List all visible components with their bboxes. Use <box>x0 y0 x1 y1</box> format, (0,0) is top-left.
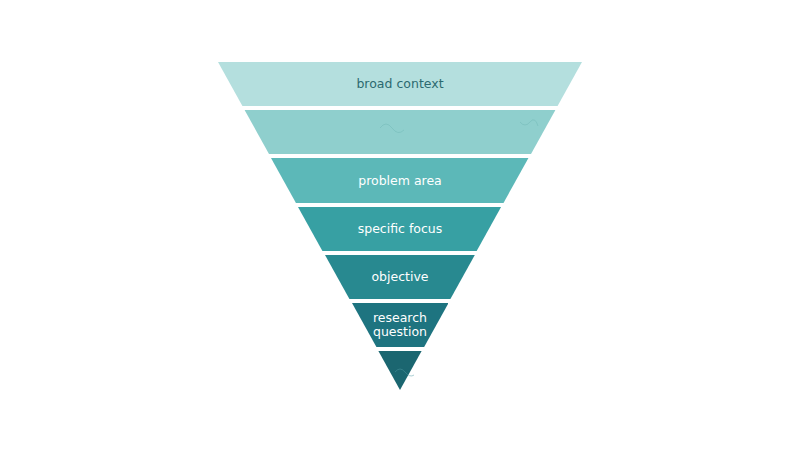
band-label-holder: broad context <box>218 62 582 106</box>
unlabelled-band <box>245 110 556 154</box>
funnel-band: problem area <box>271 158 528 203</box>
texture-scribble <box>395 369 414 376</box>
funnel-band: specific focus <box>298 207 501 251</box>
band-label-holder: problem area <box>271 158 528 203</box>
band-label: broad context <box>356 77 443 91</box>
band-fill <box>218 62 582 106</box>
band-label: specific focus <box>358 222 443 236</box>
band-fill <box>271 158 528 203</box>
texture-scribble <box>380 120 538 133</box>
band-label-holder: research question <box>352 303 449 347</box>
band-fill <box>298 207 501 251</box>
funnel-band: broad context <box>218 62 582 106</box>
band-fill <box>325 255 475 299</box>
funnel-tip <box>378 351 421 390</box>
band-label: research question <box>365 311 435 339</box>
band-label: objective <box>371 270 428 284</box>
funnel-band: research question <box>352 303 449 347</box>
funnel-band: objective <box>325 255 475 299</box>
band-label-holder: objective <box>325 255 475 299</box>
band-label: problem area <box>358 174 442 188</box>
band-label-holder: specific focus <box>298 207 501 251</box>
band-fill <box>352 303 449 347</box>
